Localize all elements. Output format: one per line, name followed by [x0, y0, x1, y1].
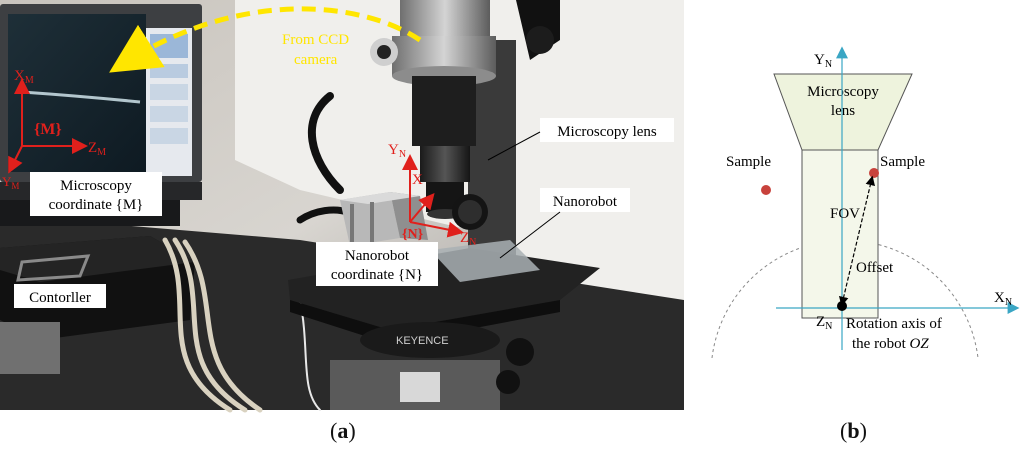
- nanorobot-leader-line: [499, 211, 561, 259]
- camera-label-line2: camera: [294, 52, 338, 68]
- lens-leader-line: [487, 131, 541, 161]
- sample-right-dot: [869, 168, 879, 178]
- rotation-center-dot: [837, 301, 847, 311]
- microscope-head: [400, 0, 490, 36]
- lens-label-line2: lens: [831, 103, 855, 119]
- ccd-camera: [412, 76, 476, 146]
- microscopy-lens-box: [540, 118, 674, 142]
- ccd-to-screen-arrow: [109, 6, 422, 73]
- sample-left-label: Sample: [726, 154, 771, 170]
- robot-axis-x-arrow: [409, 192, 435, 223]
- microscopy-lens-label: Microscopy lens: [557, 124, 657, 140]
- microscopy-coord-line1: Microscopy: [60, 178, 132, 194]
- sample-left-dot: [761, 185, 771, 195]
- caption-a: (a): [330, 418, 356, 443]
- axis-y-label: YN: [814, 52, 832, 70]
- controller-logo: [16, 254, 91, 282]
- rotation-label-line2: the robot OZ: [852, 336, 929, 352]
- robot-frame-label: {N}: [402, 227, 424, 242]
- sample-plate: [430, 240, 540, 282]
- screen-axis-y-label: YM: [2, 174, 19, 191]
- screen-frame-label: {M}: [34, 121, 62, 138]
- camera-label-line1: From CCD: [282, 32, 349, 48]
- controller-box-label: [14, 284, 106, 308]
- nanorobot-box: [540, 188, 630, 212]
- nanorobot-label: Nanorobot: [553, 194, 618, 210]
- robot-frame-n: YN X ZN {N}: [388, 142, 476, 248]
- nanorobot-coord-line1: Nanorobot: [345, 248, 410, 264]
- rotation-label-line1: Rotation axis of: [846, 316, 942, 332]
- robot-axis-z-label: ZN: [460, 230, 476, 248]
- robot-axis-x-label: X: [412, 172, 423, 188]
- screen-frame-m: XM ZM YM {M}: [2, 68, 106, 191]
- offset-label: Offset: [856, 260, 894, 276]
- sample-right-label: Sample: [880, 154, 925, 170]
- fov-column: [801, 149, 879, 319]
- lens-label-line1: Microscopy: [807, 84, 879, 100]
- axis-x-label: XN: [994, 290, 1012, 308]
- microscopy-coord-line2: coordinate {M}: [49, 197, 144, 213]
- axis-z-label: ZN: [816, 314, 832, 332]
- nanorobot-coord-box: [316, 242, 438, 286]
- microscope-lens-body: [420, 146, 470, 182]
- panel-a-photo: KEYENCE From CCD camera XM ZM YM {M} YN …: [0, 0, 684, 413]
- microscopy-coord-box: [30, 172, 162, 216]
- stage-brand-label: KEYENCE: [396, 335, 449, 347]
- nanorobot-coord-line2: coordinate {N}: [331, 267, 423, 283]
- screen-axis-y-arrow: [8, 145, 23, 174]
- controller-label: Contorller: [29, 290, 91, 306]
- panel-b-schematic: Microscopy lens YN XN Sample Sample FOV …: [711, 46, 1020, 359]
- offset-arrow: [838, 175, 876, 307]
- screen-axis-x-label: XM: [14, 68, 34, 86]
- robot-axis-z-arrow: [409, 221, 464, 238]
- robot-axis-y-label: YN: [388, 142, 406, 160]
- screen-axis-z-label: ZM: [88, 140, 106, 158]
- microscopy-lens-shape: [773, 73, 913, 151]
- caption-b: (b): [840, 418, 867, 443]
- callouts: Microscopy coordinate {M} Contorller Nan…: [14, 118, 674, 308]
- fov-label: FOV: [830, 206, 860, 222]
